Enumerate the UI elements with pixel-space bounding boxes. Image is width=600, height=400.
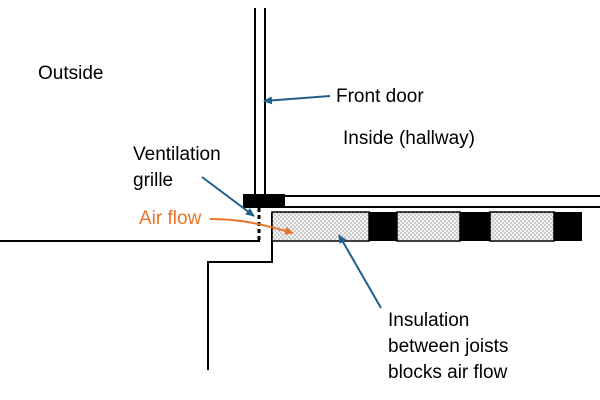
front-door-label: Front door — [336, 86, 424, 107]
arrow-icon — [338, 234, 382, 309]
insulation-batt — [489, 211, 555, 242]
door-threshold — [243, 194, 285, 208]
air-flow-label: Air flow — [139, 208, 202, 229]
floor-joist — [369, 212, 397, 241]
floor-joist — [460, 212, 490, 241]
insulation-batt — [396, 211, 461, 242]
underfloor-void-outline — [207, 213, 273, 370]
ventilation-label-line1: Ventilation — [133, 144, 221, 165]
outside-label: Outside — [38, 63, 103, 84]
insulation-label-line1: Insulation — [388, 310, 469, 331]
ventilation-label-line2: grille — [133, 170, 173, 191]
insulation-batt — [271, 211, 370, 242]
floor-joist — [554, 212, 582, 241]
insulation-label-line2: between joists — [388, 336, 508, 357]
arrow-icon — [201, 176, 255, 217]
arrow-icon — [263, 95, 331, 105]
inside-hallway-label: Inside (hallway) — [343, 128, 475, 149]
air-flow-arrow-icon — [209, 218, 294, 235]
insulation-label-line3: blocks air flow — [388, 362, 508, 383]
